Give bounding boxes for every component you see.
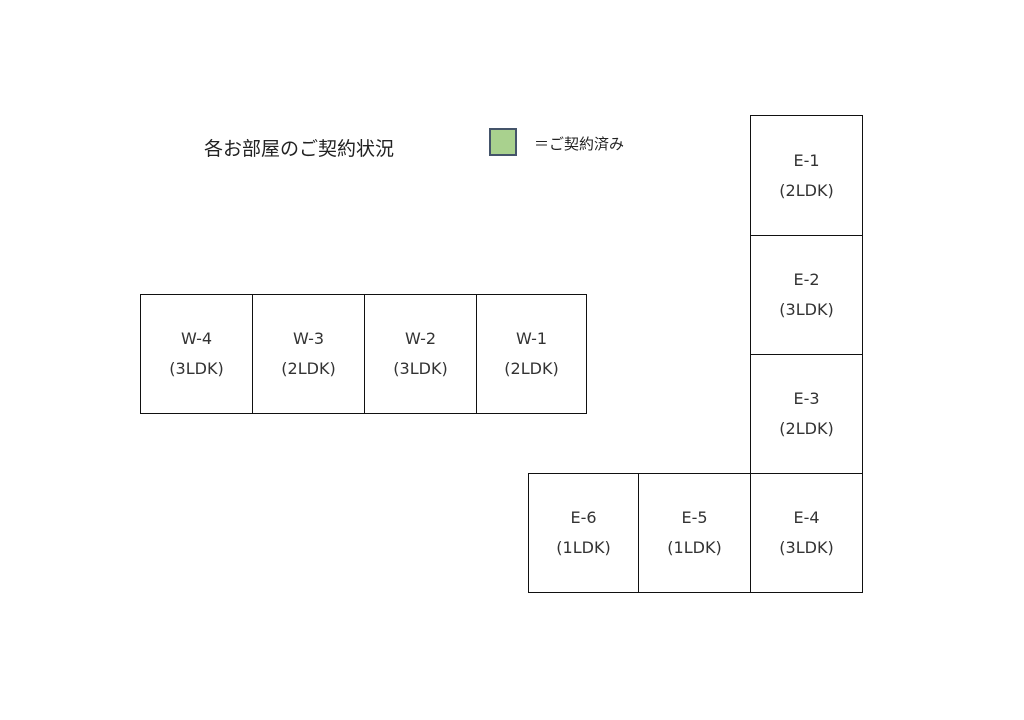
unit-name: E-3 (793, 389, 820, 408)
unit-w1[interactable]: W-1 (2LDK) (476, 294, 587, 414)
unit-e2[interactable]: E-2 (3LDK) (750, 235, 863, 355)
unit-type: (2LDK) (281, 359, 336, 378)
unit-type: (2LDK) (504, 359, 559, 378)
unit-e4[interactable]: E-4 (3LDK) (750, 473, 863, 593)
unit-type: (2LDK) (779, 180, 834, 200)
unit-name: E-2 (793, 270, 820, 289)
unit-type: (3LDK) (779, 538, 834, 557)
unit-name: W-2 (404, 329, 437, 348)
unit-name: W-3 (292, 329, 325, 348)
unit-name: E-5 (681, 508, 708, 527)
unit-type: (1LDK) (556, 538, 611, 557)
unit-name: W-1 (515, 329, 548, 348)
unit-e1[interactable]: E-1 (2LDK) (750, 115, 863, 236)
unit-type: (3LDK) (779, 300, 834, 319)
unit-w2[interactable]: W-2 (3LDK) (364, 294, 477, 414)
unit-name: E-4 (793, 508, 820, 527)
unit-type: (3LDK) (169, 359, 224, 378)
unit-e5[interactable]: E-5 (1LDK) (638, 473, 751, 593)
unit-type: (2LDK) (779, 419, 834, 438)
unit-w3[interactable]: W-3 (2LDK) (252, 294, 365, 414)
page-title: 各お部屋のご契約状況 (204, 138, 395, 160)
unit-name: E-1 (793, 150, 820, 170)
unit-w4[interactable]: W-4 (3LDK) (140, 294, 253, 414)
legend-contracted-label: ＝ご契約済み (534, 135, 625, 153)
unit-e6[interactable]: E-6 (1LDK) (528, 473, 639, 593)
unit-type: (3LDK) (393, 359, 448, 378)
unit-type: (1LDK) (667, 538, 722, 557)
unit-name: E-6 (570, 508, 597, 527)
legend-contracted-swatch (489, 128, 517, 156)
unit-name: W-4 (180, 329, 213, 348)
unit-e3[interactable]: E-3 (2LDK) (750, 354, 863, 474)
